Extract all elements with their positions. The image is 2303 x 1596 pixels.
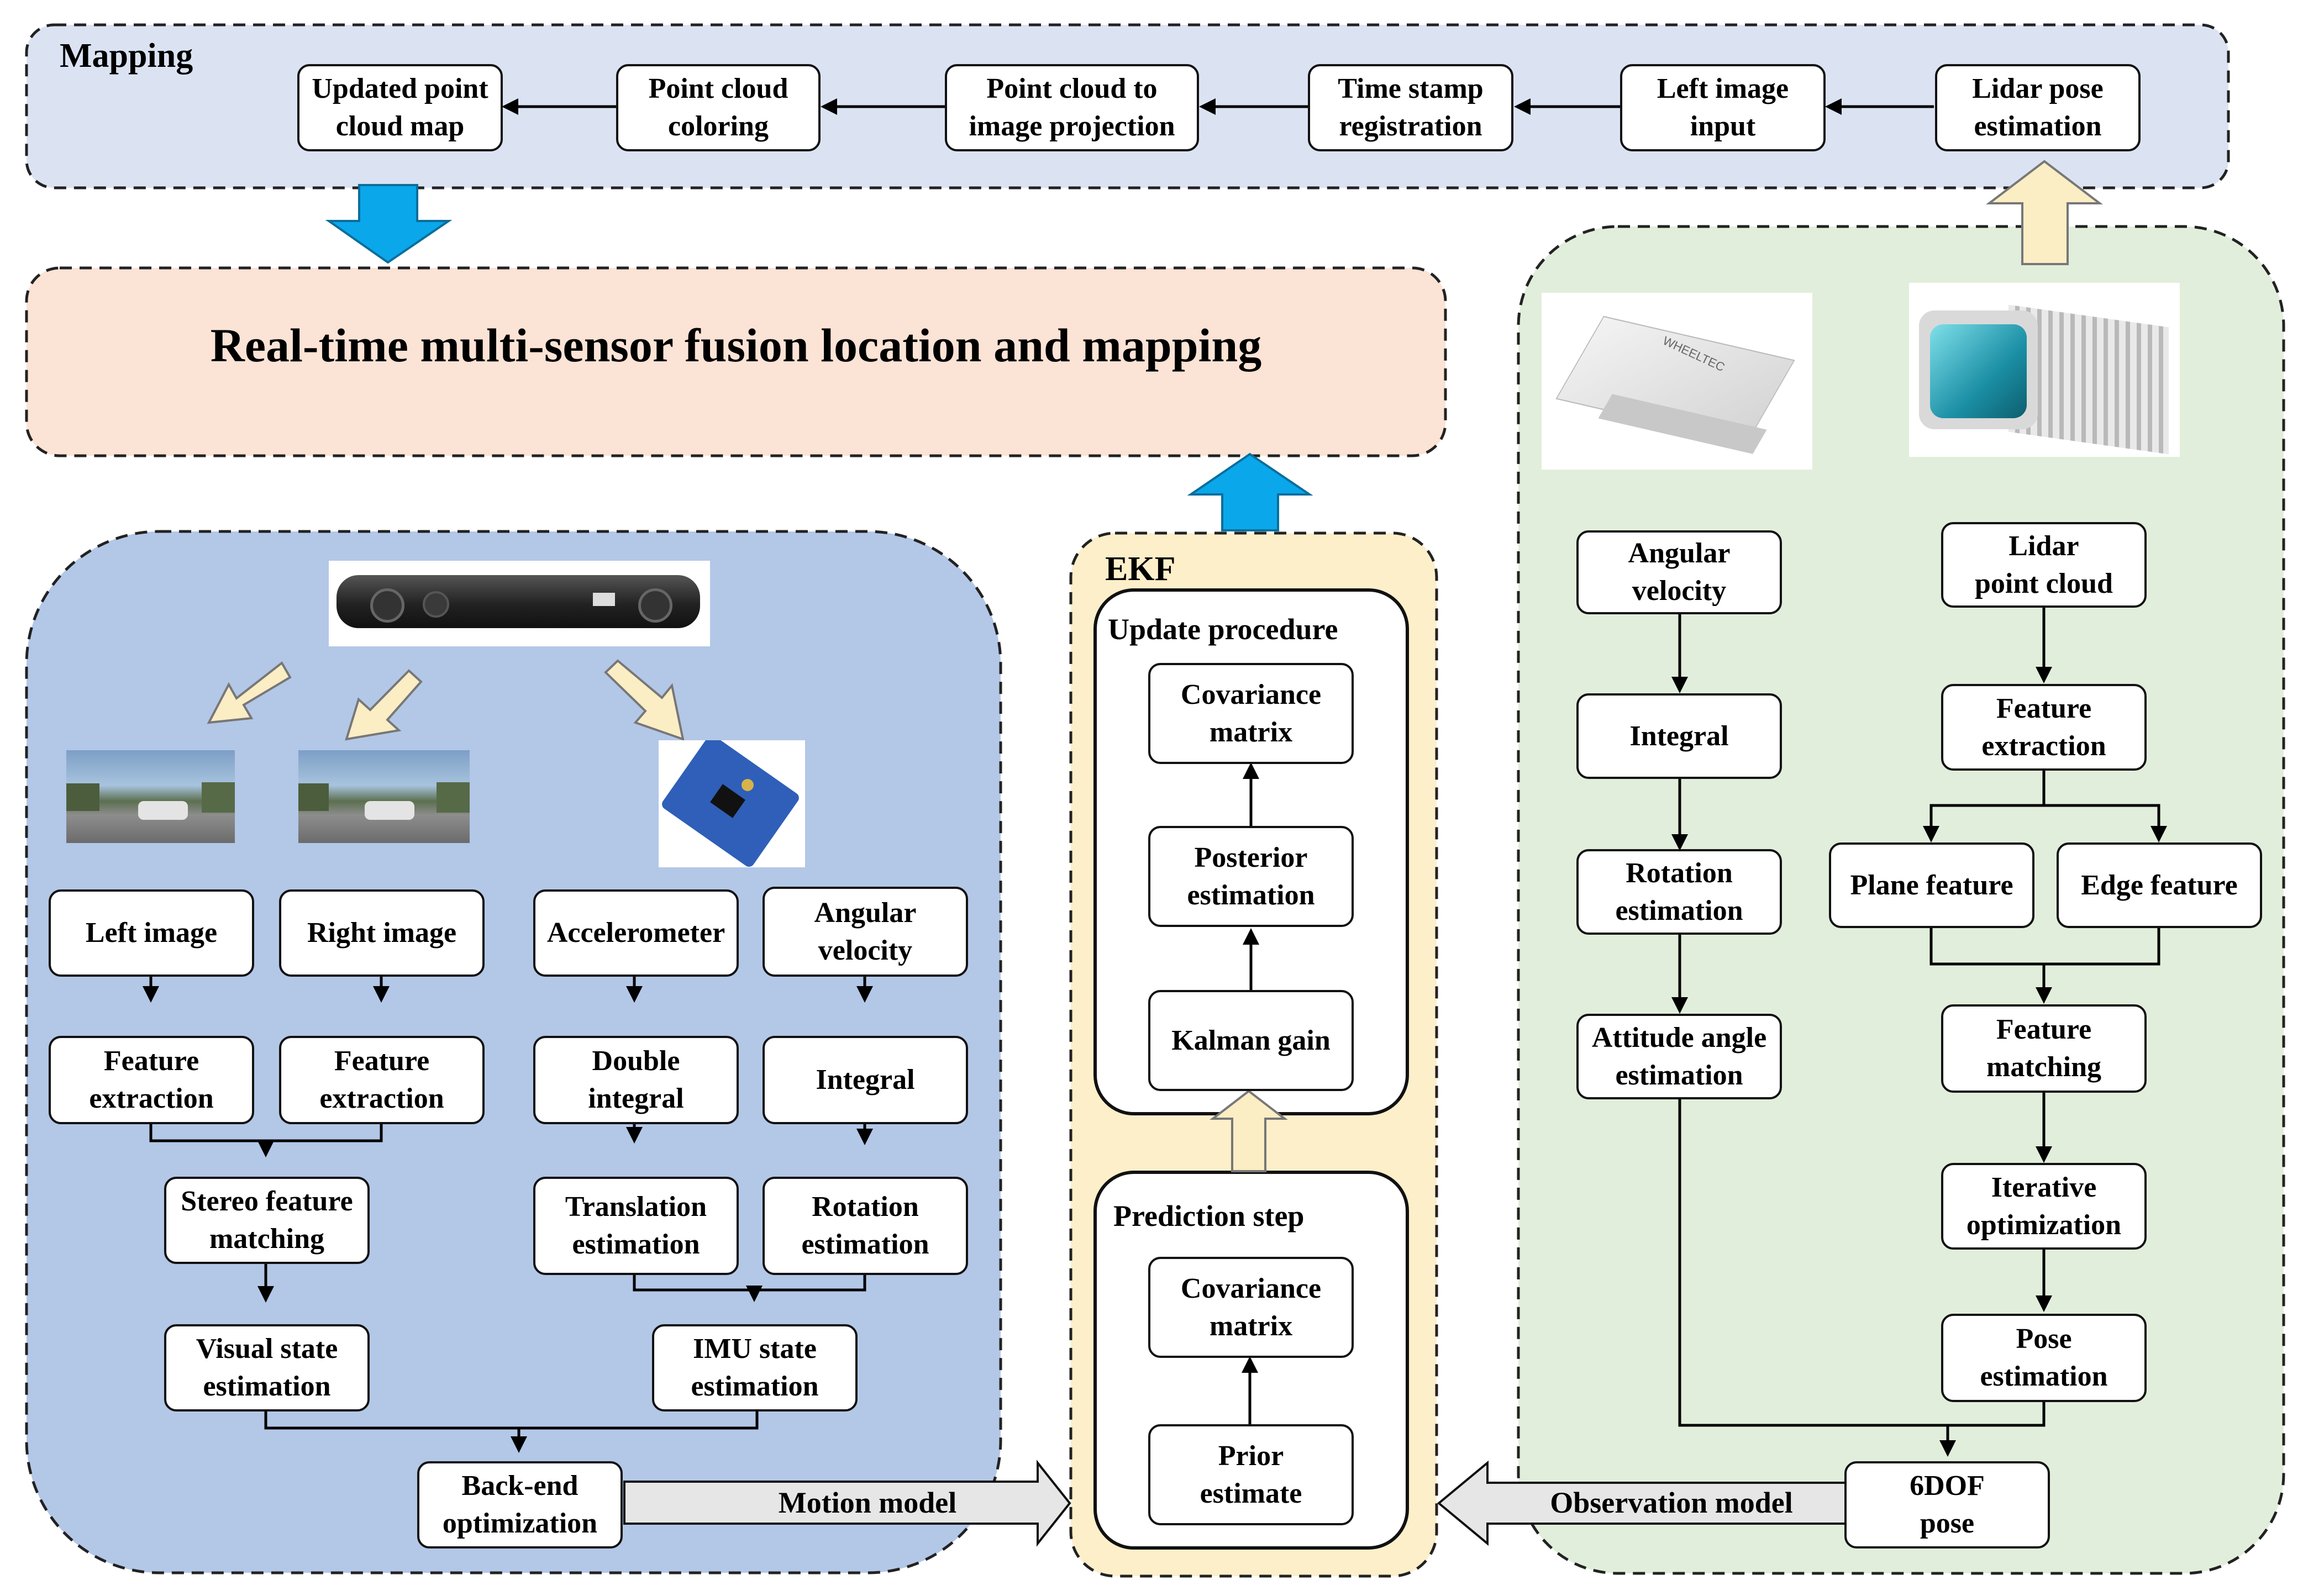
imu-board-image: [659, 740, 805, 867]
visual-state-node: Visual state estimation: [164, 1324, 370, 1411]
ekf-prior-estimate-node: Prior estimate: [1148, 1424, 1354, 1525]
ekf-connectors: [1242, 762, 1259, 1424]
lidar-sensor-image: [1909, 283, 2180, 457]
visual-inertial-connectors: [143, 977, 873, 1453]
stereo-camera-image: [329, 561, 710, 646]
right-feature-extraction-node: Feature extraction: [279, 1036, 485, 1124]
motion-model-label: Motion model: [778, 1486, 957, 1519]
imu-integral-node: Integral: [1576, 693, 1782, 779]
mapping-to-fusion-arrow: [325, 184, 453, 264]
observation-model-arrow: [1437, 1460, 1847, 1546]
ekf-posterior-node: Posterior estimation: [1148, 826, 1354, 927]
ekf-to-fusion-arrow: [1187, 452, 1313, 531]
prediction-to-update-arrow: [1210, 1089, 1288, 1172]
motion-model-arrow: [623, 1460, 1071, 1547]
imu-module-image: WHEELTEC: [1542, 293, 1812, 470]
fusion-region: [25, 266, 1447, 457]
observation-model-label: Observation model: [1550, 1486, 1793, 1519]
pose-estimation-node: Pose estimation: [1941, 1314, 2147, 1402]
backend-optimization-node: Back-end optimization: [417, 1461, 623, 1548]
rotation-estimation-node: Rotation estimation: [763, 1177, 968, 1275]
attitude-angle-node: Attitude angle estimation: [1576, 1014, 1782, 1099]
plane-feature-node: Plane feature: [1829, 842, 2034, 928]
ekf-update-covariance-node: Covariance matrix: [1148, 663, 1354, 764]
right-camera-image: [298, 750, 470, 843]
mapping-timestamp-node: Time stamp registration: [1308, 64, 1513, 151]
camera-to-right-image-arrow: [345, 669, 423, 741]
lidar-imu-connectors: [1671, 608, 2167, 1457]
imu-angular-velocity-node: Angular velocity: [1576, 530, 1782, 614]
feature-matching-node: Feature matching: [1941, 1004, 2147, 1093]
stereo-matching-node: Stereo feature matching: [164, 1177, 370, 1264]
right-image-node: Right image: [279, 889, 485, 977]
iterative-optimization-node: Iterative optimization: [1941, 1163, 2147, 1250]
prediction-step-label: Prediction step: [1113, 1199, 1305, 1232]
camera-to-left-image-arrow: [207, 661, 292, 724]
left-feature-extraction-node: Feature extraction: [49, 1036, 254, 1124]
lidar-to-mapping-arrow: [1986, 160, 2103, 265]
fusion-title: Real-time multi-sensor fusion location a…: [210, 319, 1262, 372]
mapping-lidar-pose-node: Lidar pose estimation: [1935, 64, 2141, 151]
camera-to-imu-board-arrow: [604, 659, 685, 741]
update-procedure-label: Update procedure: [1108, 613, 1338, 646]
ekf-kalman-gain-node: Kalman gain: [1148, 990, 1354, 1091]
six-dof-pose-node: 6DOF pose: [1844, 1461, 2050, 1548]
accelerometer-node: Accelerometer: [533, 889, 739, 977]
imu-state-node: IMU state estimation: [652, 1324, 858, 1411]
mapping-title: Mapping: [60, 37, 193, 75]
lidar-point-cloud-node: Lidar point cloud: [1941, 522, 2147, 608]
mapping-coloring-node: Point cloud coloring: [616, 64, 821, 151]
left-image-node: Left image: [49, 889, 254, 977]
ekf-title: EKF: [1105, 550, 1176, 588]
translation-estimation-node: Translation estimation: [533, 1177, 739, 1275]
integral-node: Integral: [763, 1036, 968, 1124]
mapping-left-image-input-node: Left image input: [1620, 64, 1826, 151]
lidar-feature-extraction-node: Feature extraction: [1941, 684, 2147, 771]
edge-feature-node: Edge feature: [2057, 842, 2262, 928]
left-camera-image: [66, 750, 235, 843]
mapping-projection-node: Point cloud to image projection: [945, 64, 1199, 151]
angular-velocity-node: Angular velocity: [763, 887, 968, 977]
ekf-prediction-covariance-node: Covariance matrix: [1148, 1257, 1354, 1358]
mapping-updated-map-node: Updated point cloud map: [297, 64, 503, 151]
imu-rotation-node: Rotation estimation: [1576, 849, 1782, 935]
double-integral-node: Double integral: [533, 1036, 739, 1124]
